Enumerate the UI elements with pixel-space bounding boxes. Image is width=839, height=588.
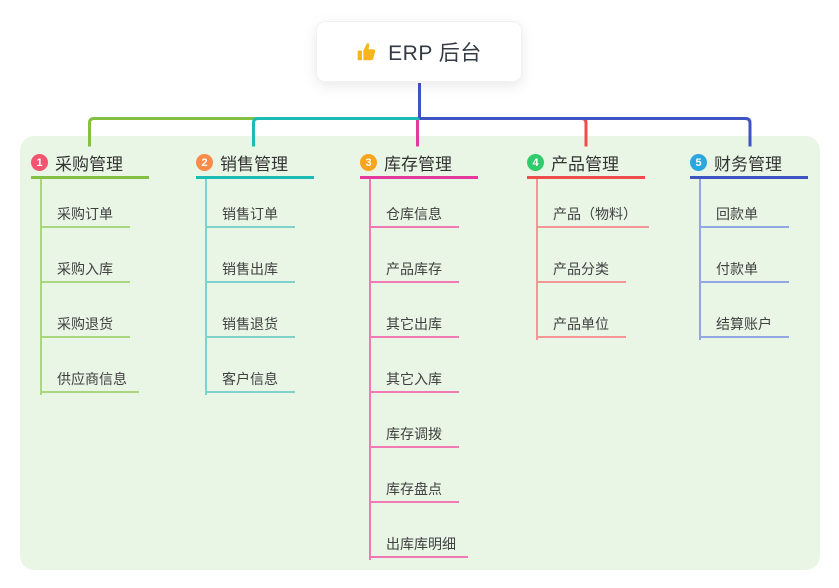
root-node[interactable]: ERP 后台: [316, 21, 522, 82]
branch-header-finance[interactable]: 5 财务管理: [690, 149, 808, 179]
child-item[interactable]: 付款单: [699, 257, 789, 283]
child-item[interactable]: 产品库存: [369, 257, 459, 283]
child-item[interactable]: 客户信息: [205, 367, 295, 393]
child-item[interactable]: 其它入库: [369, 367, 459, 393]
child-item[interactable]: 采购订单: [40, 202, 130, 228]
branch-number-badge: 2: [196, 154, 213, 171]
branch-header-product[interactable]: 4 产品管理: [527, 149, 645, 179]
child-item[interactable]: 回款单: [699, 202, 789, 228]
branch-child-trunk: [699, 179, 701, 340]
child-item[interactable]: 产品分类: [536, 257, 626, 283]
branch-header-sales[interactable]: 2 销售管理: [196, 149, 314, 179]
child-item[interactable]: 销售订单: [205, 202, 295, 228]
child-item[interactable]: 库存盘点: [369, 477, 459, 503]
branch-number-badge: 5: [690, 154, 707, 171]
branch-label: 采购管理: [55, 155, 123, 174]
child-item[interactable]: 出库库明细: [369, 532, 468, 558]
child-item[interactable]: 结算账户: [699, 312, 789, 338]
child-item[interactable]: 销售出库: [205, 257, 295, 283]
branch-number-badge: 1: [31, 154, 48, 171]
child-item[interactable]: 供应商信息: [40, 367, 139, 393]
branch-child-trunk: [536, 179, 538, 340]
branch-header-inventory[interactable]: 3 库存管理: [360, 149, 478, 179]
branch-child-trunk: [205, 179, 207, 395]
branch-number-badge: 3: [360, 154, 377, 171]
branch-child-trunk: [369, 179, 371, 560]
child-item[interactable]: 产品（物料）: [536, 202, 649, 228]
child-item[interactable]: 销售退货: [205, 312, 295, 338]
branch-label: 财务管理: [714, 155, 782, 174]
branch-header-procurement[interactable]: 1 采购管理: [31, 149, 149, 179]
child-item[interactable]: 库存调拨: [369, 422, 459, 448]
branch-label: 销售管理: [220, 155, 288, 174]
branch-label: 产品管理: [551, 155, 619, 174]
child-item[interactable]: 仓库信息: [369, 202, 459, 228]
child-item[interactable]: 其它出库: [369, 312, 459, 338]
branch-label: 库存管理: [384, 155, 452, 174]
child-item[interactable]: 产品单位: [536, 312, 626, 338]
branch-number-badge: 4: [527, 154, 544, 171]
root-node-label: ERP 后台: [388, 41, 482, 65]
child-item[interactable]: 采购退货: [40, 312, 130, 338]
branches-background-panel: [20, 136, 820, 570]
child-item[interactable]: 采购入库: [40, 257, 130, 283]
thumbs-up-icon: [356, 41, 378, 63]
branch-child-trunk: [40, 179, 42, 395]
